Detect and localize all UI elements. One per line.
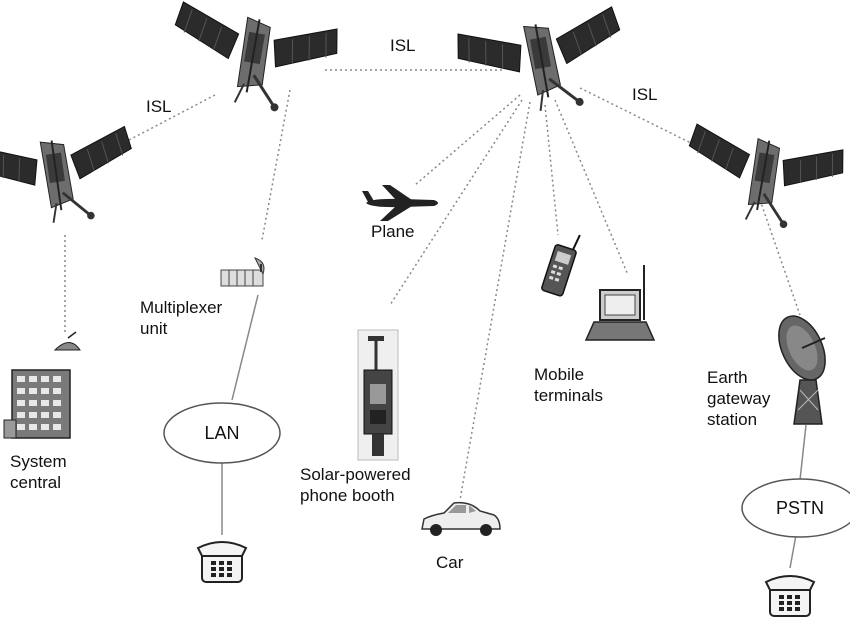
phone-booth-label-line1: Solar-powered: [300, 465, 411, 484]
multiplexer-label-line2: unit: [140, 319, 168, 338]
system-central-label-line2: central: [10, 473, 62, 492]
isl-label-top: ISL: [390, 36, 416, 55]
telephone-icon-lan: [197, 541, 247, 583]
multiplexer-icon: [220, 257, 265, 287]
mobile-terminals-label: Mobile terminals: [534, 364, 603, 406]
system-central-building-icon: [3, 331, 81, 439]
link-sat3-mobile: [544, 104, 559, 236]
isl-label-right: ISL: [632, 85, 658, 104]
gateway-label-line1: Earth: [707, 368, 748, 387]
satellite-icon-right: [676, 121, 849, 238]
system-central-label-line1: System: [10, 452, 67, 471]
link-sat3-laptop: [554, 99, 629, 276]
pstn-node: PSTN: [741, 478, 850, 538]
phone-booth-label: Solar-powered phone booth: [300, 464, 411, 506]
link-gateway-pstn: [799, 424, 807, 481]
gateway-label: Earth gateway station: [707, 367, 770, 430]
isl-label-left: ISL: [146, 97, 172, 116]
link-sat3-booth: [389, 99, 523, 306]
pstn-label: PSTN: [776, 498, 824, 518]
telephone-icon-pstn: [765, 575, 815, 617]
link-sat2-multiplexer: [261, 89, 291, 241]
earth-gateway-dish-icon: [778, 315, 826, 425]
satellite-icon-top-left: [161, 0, 343, 122]
mobile-phone-icon: [541, 234, 581, 297]
laptop-icon: [584, 265, 656, 341]
link-sat4-gateway: [759, 199, 801, 316]
links: [64, 69, 801, 501]
gateway-label-line3: station: [707, 410, 758, 429]
mobile-terminals-label-line1: Mobile: [534, 365, 585, 384]
satellite-icon-top-right: [452, 4, 634, 127]
link-sat3-car: [459, 101, 531, 501]
link-sat3-plane: [414, 94, 521, 186]
plane-icon: [362, 185, 438, 221]
mobile-terminals-label-line2: terminals: [534, 386, 603, 405]
plane-label: Plane: [371, 222, 415, 241]
car-icon: [421, 501, 501, 536]
system-central-label: System central: [10, 451, 67, 493]
multiplexer-label: Multiplexer unit: [140, 297, 222, 339]
link-pstn-phone: [789, 534, 797, 569]
phone-booth-icon: [357, 329, 399, 461]
car-label: Car: [436, 553, 464, 572]
lan-label: LAN: [204, 423, 239, 443]
link-multiplexer-lan: [231, 294, 259, 401]
phone-booth-label-line2: phone booth: [300, 486, 395, 505]
lan-node: LAN: [163, 402, 281, 464]
gateway-label-line2: gateway: [707, 389, 771, 408]
isl-link-right: [579, 87, 706, 151]
multiplexer-label-line1: Multiplexer: [140, 298, 223, 317]
satellite-icon-left: [0, 124, 142, 236]
